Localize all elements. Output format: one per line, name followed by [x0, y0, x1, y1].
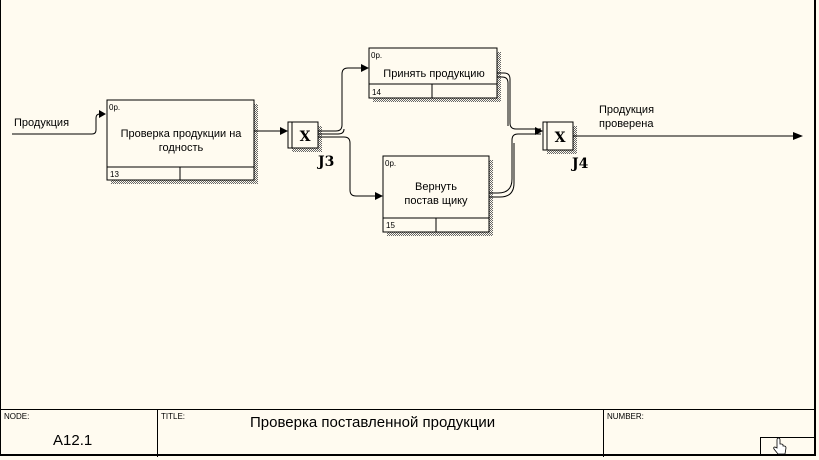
uow-box-13[interactable]: 0р. Проверка продукции на годность 13: [106, 99, 258, 184]
arrow-j3-box15[interactable]: [318, 136, 381, 197]
node-value: A12.1: [53, 432, 93, 449]
arrow-label-input: Продукция: [14, 117, 69, 129]
number-cell: NUMBER:: [604, 410, 816, 457]
junction-j4[interactable]: X J4: [542, 121, 589, 172]
junction-label: J4: [570, 156, 589, 172]
title-value: Проверка поставленной продукции: [250, 414, 496, 431]
arrow-label-output-line1: Продукция: [599, 104, 654, 116]
junction-label: J3: [316, 154, 334, 170]
title-block: NODE: A12.1 TITLE: Проверка поставленной…: [1, 409, 816, 457]
box-title-line1: Вернуть: [415, 181, 457, 193]
title-label: TITLE:: [161, 412, 186, 421]
arrow-label-output-line2: проверена: [599, 118, 654, 130]
resize-corner[interactable]: [760, 437, 816, 455]
box-title-line1: Принять продукцию: [383, 68, 484, 80]
box-title-line2: годность: [159, 142, 204, 154]
box-number: 15: [386, 221, 395, 230]
node-cell: NODE: A12.1: [1, 410, 158, 457]
arrow-input[interactable]: [12, 113, 105, 135]
junction-j3[interactable]: X J3: [287, 121, 334, 170]
uow-box-15[interactable]: 0р. Вернуть постав щику 15: [382, 155, 493, 236]
number-label: NUMBER:: [607, 412, 644, 421]
junction-symbol: X: [300, 129, 311, 145]
title-cell: TITLE: Проверка поставленной продукции: [158, 410, 604, 457]
arrow-j3-box14[interactable]: [318, 67, 367, 132]
box-cost: 0р.: [109, 103, 120, 112]
box-title-line2: постав щику: [404, 195, 468, 207]
hand-pointer-icon: [773, 438, 787, 455]
box-cost: 0р.: [385, 159, 396, 168]
arrowheads: [99, 64, 803, 200]
junction-symbol: X: [555, 130, 566, 146]
arrow-box14-j4[interactable]: [497, 72, 541, 130]
box-cost: 0р.: [371, 51, 382, 60]
box-title-line1: Проверка продукции на: [121, 128, 243, 140]
arrow-box15-j4[interactable]: [489, 133, 541, 194]
box-number: 13: [110, 170, 119, 179]
box-number: 14: [372, 88, 381, 97]
uow-box-14[interactable]: 0р. Принять продукцию 14: [368, 47, 501, 102]
node-label: NODE:: [4, 412, 30, 421]
